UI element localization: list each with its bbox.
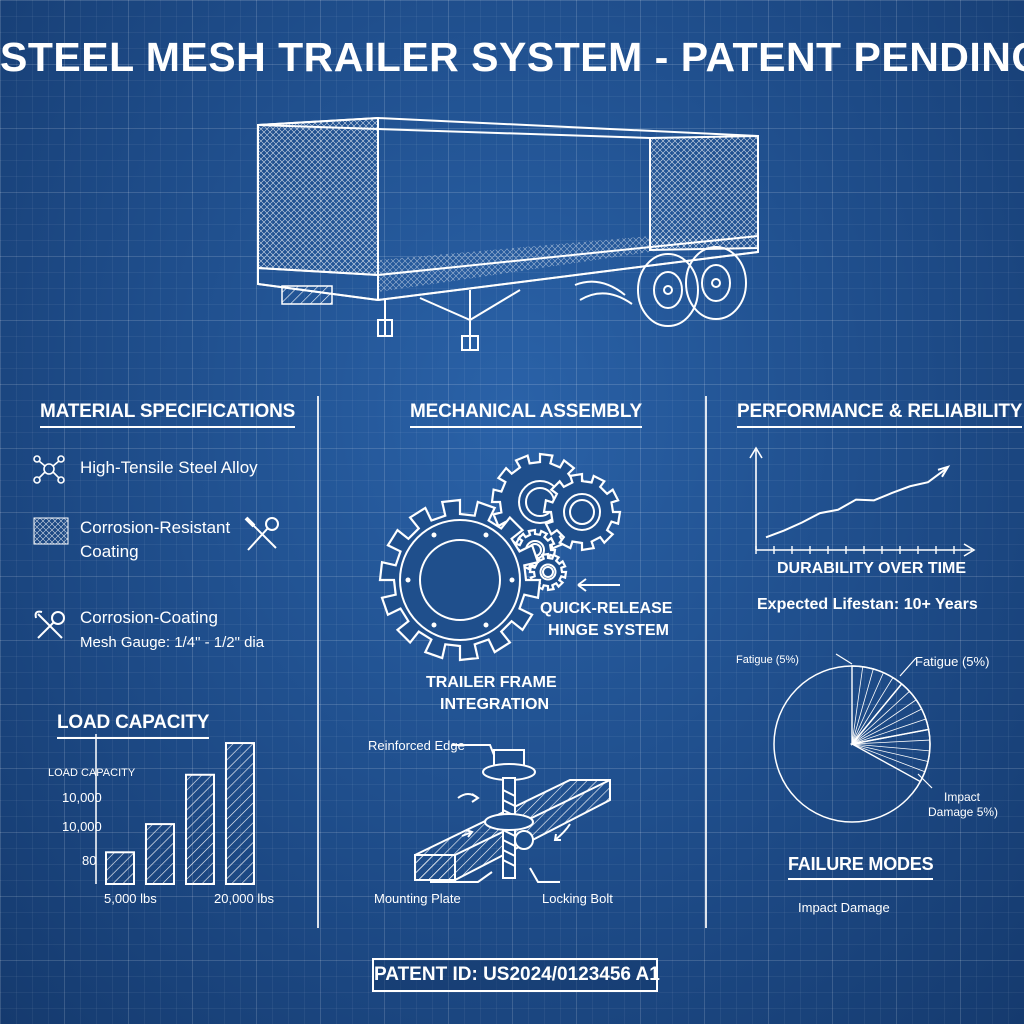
pie-slice-hatch [851, 718, 927, 745]
pie-slice-hatch [851, 743, 929, 762]
frame-bolt-diagram [414, 744, 611, 883]
pie-label-fatigue-left: Fatigue (5%) [736, 654, 799, 666]
frame-integration-line1: TRAILER FRAME [426, 674, 557, 691]
durability-line-chart [749, 446, 976, 557]
expected-lifespan: Expected Lifestan: 10+ Years [757, 596, 978, 613]
durability-series-line [765, 467, 947, 539]
load-bar-3 [185, 773, 215, 886]
column-divider-left [317, 396, 319, 928]
wrench-screwdriver-icon [244, 516, 279, 551]
gear-main-bolt [483, 532, 489, 538]
gear-assembly [378, 452, 622, 662]
pie-slice-hatch [851, 743, 926, 773]
pie-slice-3 [849, 728, 931, 783]
pie-label-fatigue-right: Fatigue (5%) [915, 654, 990, 669]
mechanical-assembly-heading: MECHANICAL ASSEMBLY [410, 401, 642, 428]
gear-main-bolt [483, 622, 489, 628]
load-capacity-heading: LOAD CAPACITY [57, 712, 209, 739]
reinforced-edge-label: Reinforced Edge [368, 738, 465, 753]
pie-slice-hatch [851, 677, 894, 745]
failure-impact-damage: Impact Damage [798, 900, 890, 915]
trailer-rear-mesh-panel [649, 134, 759, 252]
performance-heading: PERFORMANCE & RELIABILITY [737, 401, 1022, 428]
load-x-label-end: 20,000 lbs [214, 891, 274, 906]
pie-slice-hatch [851, 708, 922, 745]
tools-icon [34, 610, 65, 639]
pie-slice-hatch [851, 691, 910, 745]
molecule-icon [33, 455, 65, 484]
material-item-mesh-gauge: Mesh Gauge: 1/4" - 1/2" dia [80, 634, 265, 651]
load-bar-2 [145, 823, 175, 885]
load-bar-1 [105, 851, 135, 885]
trailer-frame [257, 117, 759, 301]
durability-chart-title: DURABILITY OVER TIME [777, 560, 967, 577]
material-item-coating-line1: Corrosion-Resistant [80, 518, 231, 537]
pie-slice-hatch [851, 672, 884, 745]
load-capacity-chart [95, 734, 255, 886]
load-x-label-start: 5,000 lbs [104, 891, 157, 906]
material-specs-heading: MATERIAL SPECIFICATIONS [40, 401, 295, 428]
pie-slice-hatch [851, 739, 930, 745]
trailer-front-mesh-panel [257, 116, 379, 277]
gear-main-bolt [431, 622, 437, 628]
load-tick-label-3: 80 [82, 853, 97, 868]
frame-integration-line2: INTEGRATION [440, 696, 550, 713]
pie-slice-hatch [851, 668, 874, 745]
gear-small-b-hub [539, 563, 557, 581]
gear-main-bolt [509, 577, 515, 583]
mounting-plate-label: Mounting Plate [374, 891, 461, 906]
load-tick-label-2: 10,000 [62, 819, 102, 834]
failure-modes-pie-chart [773, 653, 933, 823]
gear-right [542, 472, 622, 552]
material-item-coating-line2: Coating [80, 542, 139, 561]
material-item-steel-alloy: High-Tensile Steel Alloy [80, 458, 258, 477]
pie-slice-2 [850, 682, 930, 746]
mesh-texture-icon [33, 517, 69, 545]
gear-main-bore [419, 539, 501, 621]
gear-main-hub [399, 519, 521, 641]
pie-slice-hatch [851, 743, 930, 752]
hinge-callout-arrow [577, 578, 620, 592]
pie-slice-hatch [851, 699, 917, 745]
gear-main-bolt [405, 577, 411, 583]
locking-bolt-label: Locking Bolt [542, 891, 613, 906]
gear-main [378, 498, 542, 662]
material-item-coating2-line1: Corrosion-Coating [80, 608, 218, 627]
trailer-landing-gear [377, 289, 521, 351]
gear-right-hub [563, 493, 601, 531]
load-tick-label-1: 10,000 [62, 790, 102, 805]
pie-label-impact-line2: Damage 5%) [928, 805, 999, 819]
load-axis-title: LOAD CAPACITY [48, 767, 136, 779]
gear-main-bolt [431, 532, 437, 538]
patent-id-box: PATENT ID: US2024/0123456 A1 [372, 958, 660, 992]
column-divider-right [705, 396, 707, 928]
load-bar-4 [225, 742, 255, 885]
trailer-mud-flap [281, 285, 333, 305]
trailer-wheels [574, 246, 747, 327]
pie-slice-hatch [851, 666, 864, 745]
failure-modes-heading: FAILURE MODES [788, 854, 934, 880]
pie-label-impact-line1: Impact [944, 790, 981, 804]
durability-arrowhead [937, 465, 951, 478]
page-title: STEEL MESH TRAILER SYSTEM - PATENT PENDI… [0, 34, 1024, 80]
gear-right-bore [569, 499, 595, 525]
gear-small-b-bore [542, 566, 554, 578]
hinge-label-line1: QUICK-RELEASE [540, 600, 673, 617]
hinge-label-line2: HINGE SYSTEM [548, 622, 669, 639]
